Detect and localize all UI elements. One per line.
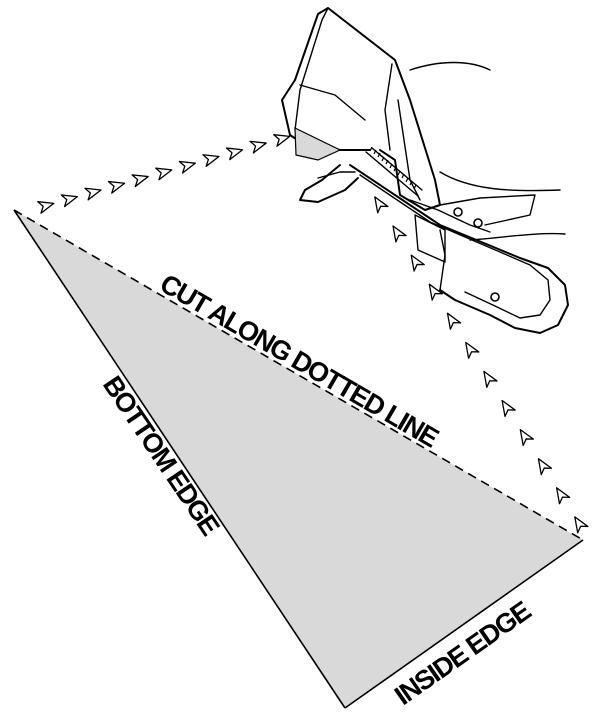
chevron-arrow-icon	[155, 167, 173, 181]
chevron-arrow-icon	[37, 201, 55, 214]
spring-coil	[365, 146, 423, 197]
chevron-arrow-icon	[273, 134, 291, 147]
cut-template	[13, 209, 584, 709]
chevron-arrow-icon	[202, 154, 220, 167]
arrow-path-top	[37, 134, 291, 214]
bolt-3	[490, 292, 500, 302]
chevron-arrow-icon	[428, 283, 444, 301]
inside-edge-line	[344, 539, 584, 709]
chevron-arrow-icon	[501, 399, 516, 418]
chevron-arrow-icon	[465, 341, 480, 359]
chevron-arrow-icon	[107, 180, 126, 194]
chevron-arrow-icon	[446, 312, 462, 330]
template-triangle	[14, 210, 583, 708]
bolt-1	[453, 207, 463, 217]
chevron-arrow-icon	[84, 187, 102, 201]
chevron-arrow-icon	[519, 428, 535, 447]
shaded-wedge	[294, 127, 342, 161]
chevron-arrow-icon	[374, 196, 389, 214]
chevron-arrow-icon	[410, 254, 425, 272]
chevron-arrow-icon	[537, 458, 553, 476]
mower-attachment-illustration	[281, 7, 569, 334]
chevron-arrow-icon	[555, 487, 571, 505]
bolt-2	[473, 218, 483, 228]
chevron-arrow-icon	[60, 194, 79, 208]
chevron-arrow-icon	[131, 174, 149, 188]
chevron-arrow-icon	[225, 147, 244, 161]
chevron-arrow-icon	[574, 516, 589, 534]
chevron-arrow-icon	[483, 370, 498, 388]
chevron-arrow-icon	[392, 225, 407, 243]
arrow-path-right	[374, 196, 589, 534]
bottom-edge-line	[13, 209, 346, 709]
dotted-cut-line	[13, 209, 584, 541]
chevron-arrow-icon	[178, 160, 197, 174]
chevron-arrow-icon	[249, 140, 267, 154]
